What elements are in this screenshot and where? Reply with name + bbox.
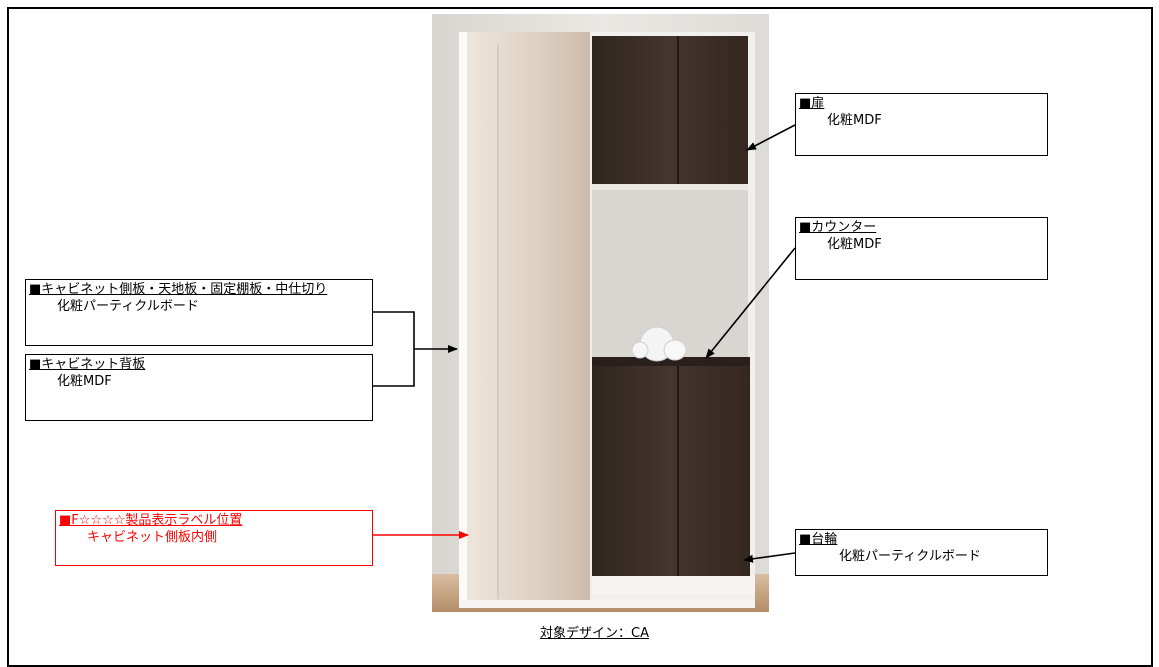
base-label-box: ■台輪 化粧パーティクルボード [795,529,1048,576]
f-label-box: ■F☆☆☆☆製品表示ラベル位置 キャビネット側板内側 [55,510,373,566]
base-label-heading: ■台輪 [799,532,838,547]
base-label-material: 化粧パーティクルボード [839,549,981,564]
door-label-material: 化粧MDF [827,113,882,128]
f-label-heading: ■F☆☆☆☆製品表示ラベル位置 [59,513,243,528]
door-label-heading: ■扉 [799,96,825,111]
cabinet-back-label-box: ■キャビネット背板 化粧MDF [25,354,373,421]
design-caption: 対象デザイン：CA [540,626,649,641]
door-arrow [746,124,796,151]
cabinet-side-label-box: ■キャビネット側板・天地板・固定棚板・中仕切り 化粧パーティクルボード [25,279,373,346]
counter-label-heading: ■カウンター [799,220,877,235]
cabinet-side-label-material: 化粧パーティクルボード [57,299,199,314]
base-arrow [743,552,796,563]
counter-label-material: 化粧MDF [827,237,882,252]
cabinet-bracket [373,311,415,387]
counter-arrow [705,247,796,359]
cabinet-side-label-heading: ■キャビネット側板・天地板・固定棚板・中仕切り [29,282,328,297]
counter-label-box: ■カウンター 化粧MDF [795,217,1048,280]
door-label-box: ■扉 化粧MDF [795,93,1048,156]
cabinet-photo [432,14,769,612]
f-label-material: キャビネット側板内側 [87,530,218,545]
leader-lines [373,124,796,563]
cabinet-back-label-material: 化粧MDF [57,374,112,389]
cabinet-back-label-heading: ■キャビネット背板 [29,357,146,372]
